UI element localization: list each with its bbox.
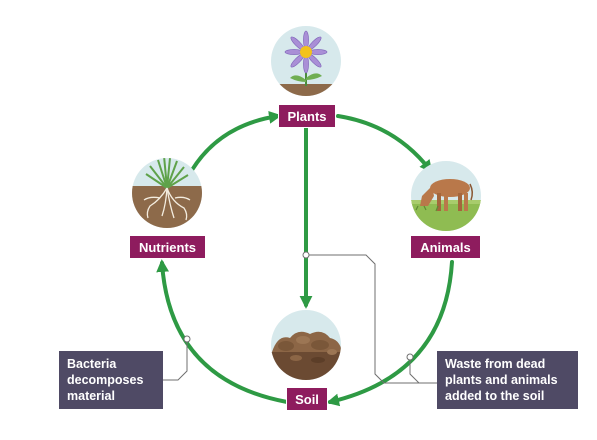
connector-dot (302, 251, 310, 259)
note-line: plants and animals (445, 373, 558, 387)
flower-icon (271, 26, 341, 96)
label-nutrients: Nutrients (129, 235, 206, 259)
arrow-soil-to-nutrients (156, 259, 289, 404)
soil-icon (271, 310, 341, 380)
connector-waste-dead (306, 254, 437, 384)
label-animals: Animals (410, 235, 481, 259)
connector-dot (183, 335, 191, 343)
arrow-nutrients-to-plants (190, 111, 282, 172)
note-line: Waste from dead (445, 357, 546, 371)
connector-waste-animals (409, 357, 437, 384)
note-waste: Waste from dead plants and animals added… (437, 351, 578, 409)
note-connectors (163, 254, 437, 384)
arrow-plants-to-animals (336, 114, 433, 174)
connector-dot (406, 353, 414, 361)
cycle-arrows (156, 111, 454, 407)
note-line: added to the soil (445, 389, 545, 403)
arrow-animals-to-soil (326, 260, 454, 407)
label-soil: Soil (286, 387, 328, 411)
note-line: Bacteria (67, 357, 117, 371)
note-bacteria: Bacteria decomposes material (59, 351, 163, 409)
label-plants: Plants (278, 104, 336, 128)
cow-icon (411, 161, 481, 231)
connector-bacteria (163, 339, 188, 381)
note-line: material (67, 389, 115, 403)
note-line: decomposes (67, 373, 144, 387)
